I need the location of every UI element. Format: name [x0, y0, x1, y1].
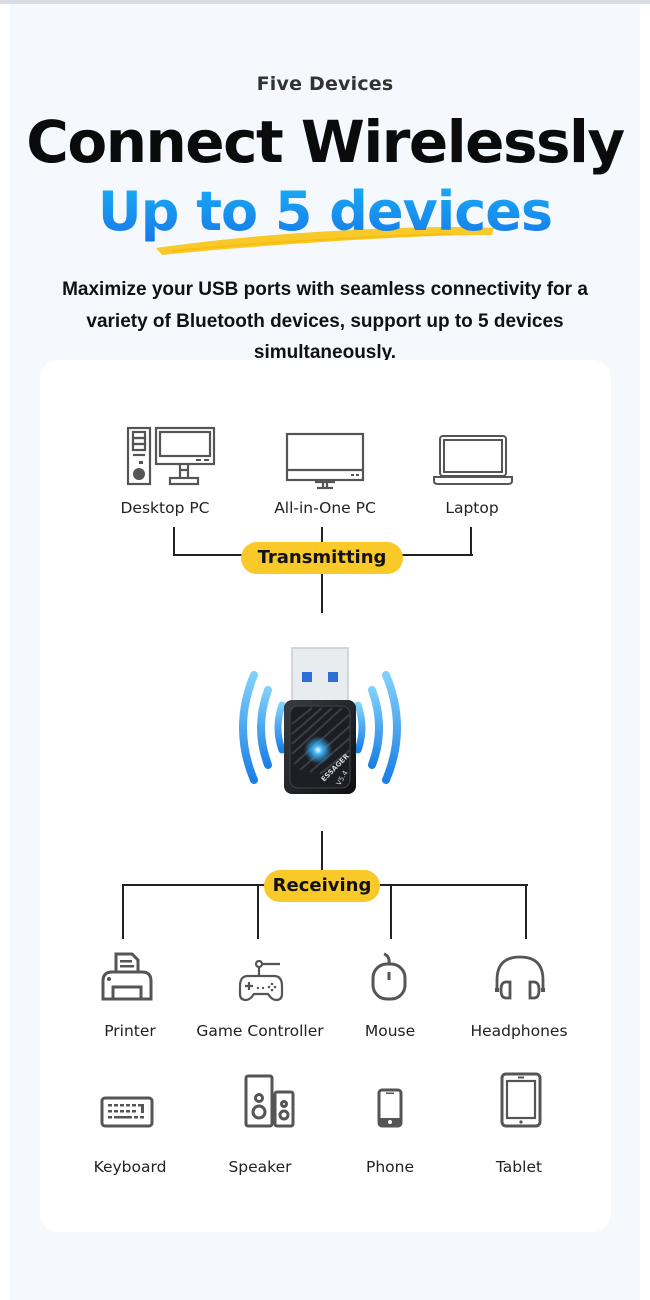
- device-label-game-controller: Game Controller: [196, 1022, 324, 1040]
- all-in-one-pc-icon: [285, 432, 365, 490]
- top-divider: [0, 0, 650, 4]
- page-title: Connect Wirelessly: [26, 108, 625, 176]
- eyebrow-text: Five Devices: [256, 73, 394, 95]
- receiving-badge: Receiving: [264, 870, 380, 902]
- phone-icon: [377, 1088, 403, 1128]
- printer-icon: [101, 952, 153, 1001]
- device-label-tablet: Tablet: [495, 1158, 543, 1176]
- connector-line: [257, 884, 259, 939]
- laptop-icon: [433, 435, 513, 485]
- page-subtitle: Up to 5 devices: [0, 180, 650, 243]
- device-label-laptop: Laptop: [445, 499, 499, 517]
- connector-line: [321, 831, 323, 871]
- tablet-icon: [500, 1072, 542, 1128]
- device-label-headphones: Headphones: [470, 1022, 568, 1040]
- keyboard-icon: [100, 1096, 154, 1128]
- device-label-keyboard: Keyboard: [93, 1158, 167, 1176]
- game-controller-icon: [238, 960, 284, 1002]
- device-label-printer: Printer: [104, 1022, 156, 1040]
- device-label-mouse: Mouse: [364, 1022, 416, 1040]
- device-label-phone: Phone: [365, 1158, 414, 1176]
- transmitting-badge: Transmitting: [241, 542, 403, 574]
- desktop-pc-icon: [126, 426, 216, 486]
- mouse-icon: [371, 952, 407, 1001]
- connector-line: [470, 527, 472, 556]
- diagram-card: [40, 360, 611, 1232]
- speaker-icon: [244, 1074, 295, 1128]
- device-label-speaker: Speaker: [228, 1158, 292, 1176]
- yellow-brushstroke: [156, 226, 494, 255]
- device-label-desktop-pc: Desktop PC: [120, 499, 210, 517]
- connector-line: [122, 884, 124, 939]
- connector-line: [525, 884, 527, 939]
- device-label-all-in-one-pc: All-in-One PC: [274, 499, 376, 517]
- description: Maximize your USB ports with seamless co…: [62, 279, 588, 363]
- connector-line: [390, 884, 392, 939]
- connector-line: [173, 527, 175, 556]
- headphones-icon: [495, 955, 545, 1000]
- bluetooth-adapter-image: ESSAGER V5.4: [239, 647, 401, 794]
